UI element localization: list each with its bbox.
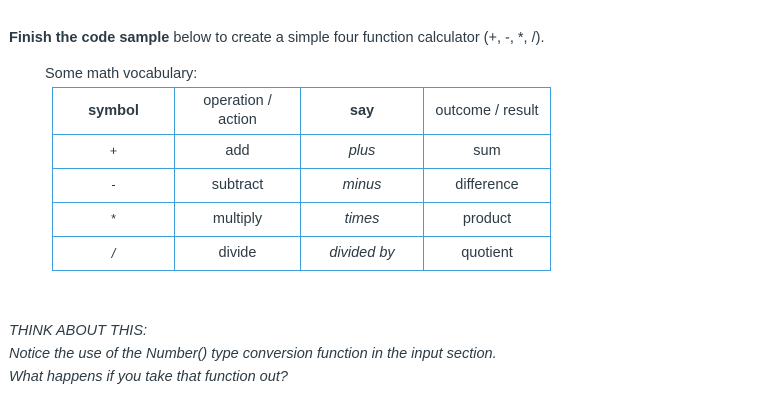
table-row: / divide divided by quotient [52, 236, 551, 271]
cell-say: divided by [300, 236, 424, 271]
think-about-line-2: What happens if you take that function o… [9, 369, 288, 385]
cell-say: times [300, 202, 424, 237]
cell-outcome: sum [423, 134, 551, 169]
cell-operation: add [174, 134, 301, 169]
think-about-line-1: Notice the use of the Number() type conv… [9, 346, 497, 362]
cell-outcome: quotient [423, 236, 551, 271]
cell-outcome: difference [423, 168, 551, 203]
table-row: * multiply times product [52, 202, 551, 237]
cell-operation: subtract [174, 168, 301, 203]
header-cell-operation: operation / action [174, 87, 301, 135]
header-cell-outcome: outcome / result [423, 87, 551, 135]
table-row: + add plus sum [52, 134, 551, 169]
vocabulary-label: Some math vocabulary: [45, 65, 198, 82]
cell-symbol: + [52, 134, 175, 169]
intro-paragraph: Finish the code sample below to create a… [9, 28, 545, 48]
cell-symbol: * [52, 202, 175, 237]
header-operation-line1: operation / [203, 93, 272, 109]
table-header-row: symbol operation / action say outcome / r… [52, 87, 551, 135]
intro-bold-text: Finish the code sample [9, 29, 170, 46]
cell-say: minus [300, 168, 424, 203]
cell-outcome: product [423, 202, 551, 237]
table-row: - subtract minus difference [52, 168, 551, 203]
header-cell-say: say [300, 87, 424, 135]
cell-operation: multiply [174, 202, 301, 237]
think-about-heading: THINK ABOUT THIS: [9, 323, 148, 339]
math-vocabulary-table: symbol operation / action say outcome / r… [52, 87, 551, 271]
cell-symbol: - [52, 168, 175, 203]
header-operation-line2: action [218, 112, 257, 128]
header-cell-symbol: symbol [52, 87, 175, 135]
cell-operation: divide [174, 236, 301, 271]
cell-say: plus [300, 134, 424, 169]
cell-symbol: / [52, 236, 175, 271]
intro-rest-text: below to create a simple four function c… [169, 29, 545, 46]
think-about-block: THINK ABOUT THIS: Notice the use of the … [9, 320, 497, 389]
